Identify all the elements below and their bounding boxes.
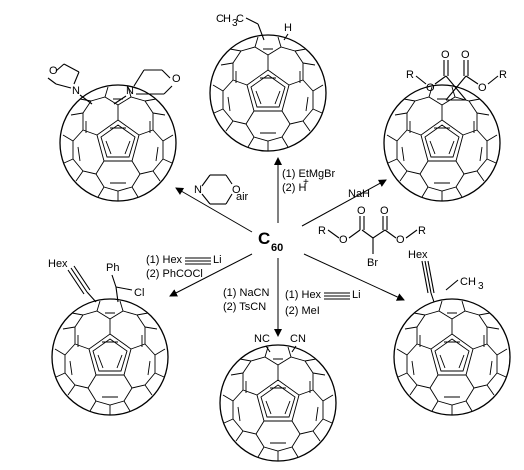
svg-text:O: O (172, 73, 181, 85)
fullerene-top-left (59, 84, 177, 202)
svg-text:CH: CH (460, 276, 476, 288)
fullerene-bottom-right (393, 298, 511, 416)
svg-text:(1) NaCN: (1) NaCN (223, 287, 270, 299)
svg-text:Hex: Hex (408, 249, 428, 261)
svg-text:H: H (223, 13, 231, 25)
fullerene-bottom-center (219, 344, 337, 462)
reagents-bottom-right: (1) Hex Li (2) MeI (285, 289, 361, 317)
svg-text:+: + (303, 177, 309, 188)
svg-text:R: R (499, 69, 507, 81)
reagent-air: air (236, 191, 249, 203)
arrow-down-right (303, 253, 405, 301)
svg-text:Li: Li (213, 254, 222, 266)
svg-text:(2) PhCOCl: (2) PhCOCl (146, 268, 203, 280)
svg-text:O: O (339, 234, 348, 246)
product-ethyl-hydro: H C 3 C H (216, 13, 292, 41)
morpholine-structure: N O (194, 174, 241, 205)
svg-text:O: O (396, 234, 405, 246)
svg-text:3: 3 (232, 18, 238, 29)
svg-text:(1) Hex: (1) Hex (285, 289, 322, 301)
svg-text:(1) EtMgBr: (1) EtMgBr (282, 168, 336, 180)
reagents-bottom-left: (1) NaCN (2) TsCN (223, 287, 270, 313)
svg-text:N: N (126, 85, 134, 97)
svg-text:3: 3 (478, 281, 484, 292)
fullerene-bottom-left (51, 298, 169, 416)
svg-text:R: R (418, 225, 426, 237)
svg-text:C: C (236, 13, 244, 25)
svg-text:(2) TsCN: (2) TsCN (223, 301, 266, 313)
arrow-up-right (301, 179, 387, 227)
svg-text:O: O (441, 49, 450, 61)
reagent-nah: NaH (348, 188, 370, 200)
svg-text:Br: Br (367, 257, 378, 269)
svg-text:N: N (194, 184, 202, 196)
svg-text:CN: CN (290, 333, 306, 345)
product-alkynyl-benzoyl: Hex Ph Cl (48, 258, 144, 303)
arrow-up-left (175, 187, 253, 233)
svg-text:O: O (426, 82, 435, 94)
svg-text:O: O (232, 184, 241, 196)
arrow-left (169, 253, 253, 297)
svg-text:O: O (461, 49, 470, 61)
product-cyclopropane-diester: R O O O O R (406, 49, 507, 101)
svg-text:Hex: Hex (48, 258, 68, 270)
product-bis-morpholino: O N N O (47, 63, 181, 105)
svg-text:O: O (380, 205, 389, 217)
svg-text:Ph: Ph (106, 262, 119, 274)
svg-text:(1) Hex: (1) Hex (146, 254, 183, 266)
svg-text:Cl: Cl (134, 287, 144, 299)
reagents-top: (1) EtMgBr (2) H + (282, 168, 336, 194)
svg-text:(2) MeI: (2) MeI (285, 305, 320, 317)
bromomalonate-structure: R O O Br O O R (318, 205, 426, 269)
svg-text:60: 60 (271, 242, 283, 254)
svg-text:H: H (284, 22, 292, 34)
svg-text:O: O (49, 65, 58, 77)
svg-text:C: C (216, 13, 224, 25)
svg-text:O: O (357, 205, 366, 217)
svg-text:O: O (478, 82, 487, 94)
fullerene-top (209, 34, 327, 152)
fullerene-top-right (383, 84, 501, 202)
svg-text:N: N (72, 85, 80, 97)
svg-text:NC: NC (254, 333, 270, 345)
reagents-left: (1) Hex Li (2) PhCOCl (146, 254, 222, 280)
product-dicyano: NC CN (254, 333, 306, 353)
svg-text:R: R (406, 69, 414, 81)
svg-text:Li: Li (352, 289, 361, 301)
svg-text:C: C (258, 229, 270, 248)
product-alkynyl-methyl: Hex CH 3 (408, 249, 484, 303)
svg-text:(2) H: (2) H (282, 182, 307, 194)
svg-text:R: R (318, 225, 326, 237)
c60-label: C 60 (258, 229, 283, 254)
